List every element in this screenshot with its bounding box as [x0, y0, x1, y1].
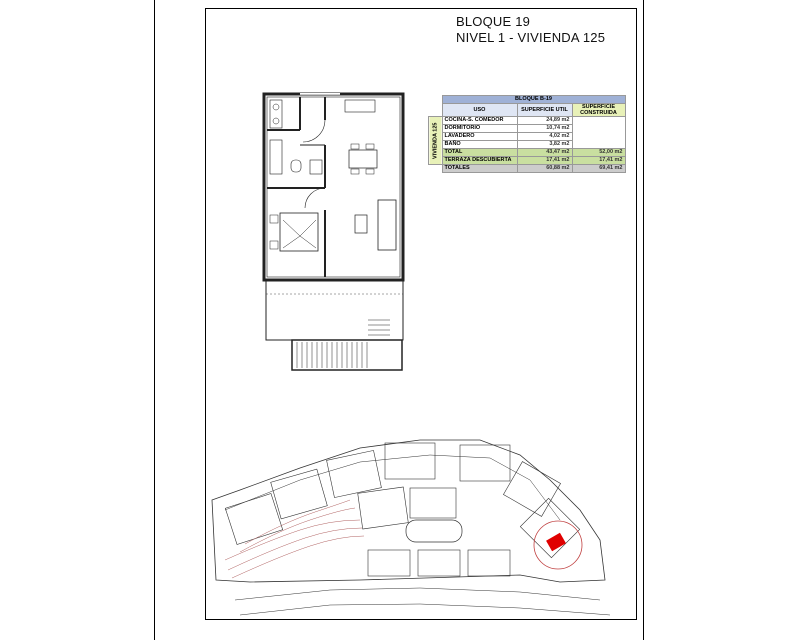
col-util: SUPERFICIE UTIL	[516, 103, 573, 117]
terraza-row: TERRAZA DESCUBIERTA 17,41 m2 17,41 m2	[428, 156, 626, 165]
block-title: BLOQUE 19	[456, 14, 531, 29]
totales-row: TOTALES 60,88 m2 69,41 m2	[428, 164, 626, 173]
totales-const: 69,41 m2	[571, 164, 626, 173]
site-plan	[211, 439, 611, 616]
stairs-treads	[296, 319, 390, 368]
drawing-frame	[205, 8, 637, 620]
floor-plan	[262, 92, 405, 371]
unit-highlight-marker	[546, 532, 566, 552]
table-row: VIVIENDA 125 COCINA-S. COMEDOR 24,89 m2	[428, 116, 626, 165]
topography-contours	[224, 499, 365, 579]
row-const	[571, 116, 626, 149]
unit-title: NIVEL 1 - VIVIENDA 125	[456, 30, 606, 45]
area-table: BLOQUE B-19 USO SUPERFICIE UTIL SUPERFIC…	[428, 95, 626, 173]
sheet-frame	[154, 0, 644, 640]
